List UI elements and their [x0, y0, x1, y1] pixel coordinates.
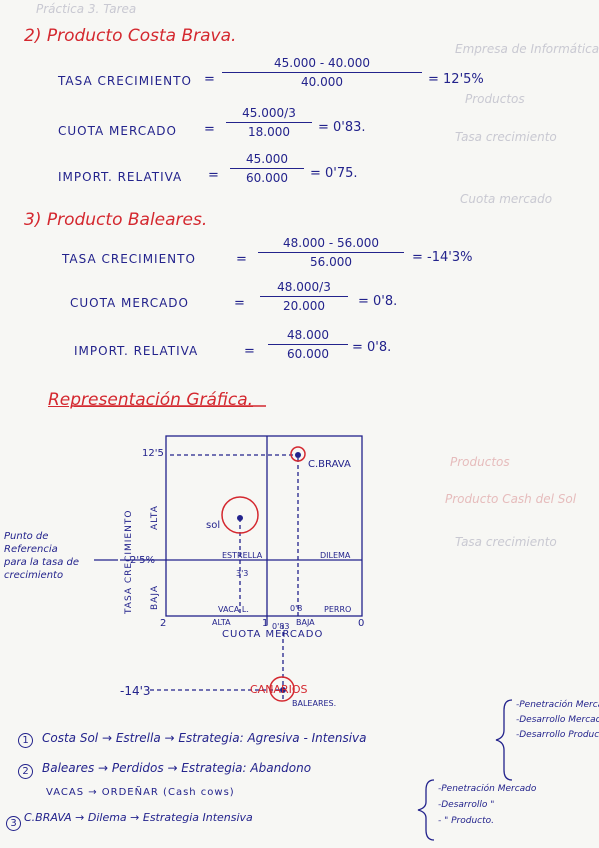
- point-baleares: [280, 687, 286, 693]
- graph-title: Representación Gráfica.: [48, 390, 254, 410]
- section-title-baleares: 3) Producto Baleares.: [24, 210, 208, 230]
- y-label-baja: BAJA: [150, 585, 160, 610]
- item-number-2: 2: [18, 764, 33, 779]
- ghost-text: Tasa crecimiento: [455, 535, 557, 549]
- import-result: = 0'8.: [352, 340, 392, 355]
- y-axis-title: TASA CRECIMIENTO: [124, 509, 134, 614]
- ghost-text: Empresa de Informática: [455, 42, 599, 56]
- brace-list-1: -Penetración Mercado -Desarrollo Mercado…: [516, 700, 599, 740]
- import-label: IMPORT. RELATIVA: [58, 170, 183, 184]
- point-label-canarios: CANARIOS: [250, 683, 308, 696]
- x-tick-right: 0: [358, 618, 365, 629]
- point-sol: [237, 515, 243, 521]
- quadrant-value: 3'3: [236, 569, 249, 578]
- tasa-result: = -14'3%: [412, 250, 473, 265]
- strategy-line-3: C.BRAVA → Dilema → Estrategia Intensiva: [24, 811, 253, 824]
- point-label-c-brava: C.BRAVA: [308, 459, 351, 470]
- y-tick-bottom: -14'3: [120, 684, 151, 698]
- brace-list-2: -Penetración Mercado -Desarrollo " - " P…: [438, 784, 537, 826]
- ghost-text: Producto Cash del Sol: [445, 492, 577, 506]
- ghost-text: Tasa crecimiento: [455, 130, 557, 144]
- ghost-text: Productos: [450, 455, 510, 469]
- y-tick-top: 12'5: [142, 448, 164, 459]
- section-title-costa-brava: 2) Producto Costa Brava.: [24, 26, 237, 46]
- x-tick-0-83: 0'83: [272, 622, 290, 631]
- strategy-line-2: Baleares → Perdidos → Estrategia: Abando…: [42, 761, 312, 775]
- import-label: IMPORT. RELATIVA: [74, 344, 199, 358]
- cuota-result: = 0'8.: [358, 294, 398, 309]
- item-number-3: 3: [6, 816, 21, 831]
- quadrant-estrella: ESTRELLA: [222, 551, 263, 560]
- cuota-label: CUOTA MERCADO: [58, 124, 177, 138]
- brace-right-2: [417, 779, 435, 841]
- cuota-result: = 0'83.: [318, 120, 366, 135]
- quadrant-perro: PERRO: [324, 605, 352, 614]
- circle-sol: [221, 496, 259, 534]
- ghost-text: Cuota mercado: [460, 192, 553, 206]
- x-tick-left: 2: [160, 618, 167, 629]
- x-label-baja: BAJA: [296, 618, 315, 627]
- item-number-1: 1: [18, 733, 33, 748]
- strategy-line-1: Costa Sol → Estrella → Estrategia: Agres…: [42, 731, 367, 745]
- brace-right-1: [495, 699, 513, 781]
- point-c-brava: [295, 452, 301, 458]
- ghost-text: Productos: [465, 92, 525, 106]
- point-label-sol: sol: [206, 520, 221, 531]
- x-tick-0-8: 0'8: [290, 604, 303, 613]
- x-tick-mid: 1: [262, 618, 269, 629]
- tasa-label: TASA CRECIMIENTO: [62, 252, 196, 266]
- import-result: = 0'75.: [310, 166, 358, 181]
- tasa-label: TASA CRECIMIENTO: [58, 74, 192, 88]
- x-label-alta: ALTA: [212, 618, 231, 627]
- x-axis-title: CUOTA MERCADO: [222, 629, 324, 640]
- quadrant-dilema: DILEMA: [320, 551, 351, 560]
- y-label-alta: ALTA: [150, 505, 160, 530]
- point-label-baleares: BALEARES.: [292, 699, 337, 708]
- strategy-line-vacas: VACAS → ORDEÑAR (Cash cows): [46, 787, 235, 798]
- reference-note: Punto de Referencia para la tasa de crec…: [4, 531, 80, 581]
- y-tick-mid: 2'5%: [130, 555, 155, 566]
- ghost-text: Práctica 3. Tarea: [36, 2, 137, 16]
- circle-c-brava: [290, 446, 306, 462]
- circle-canarios: [269, 676, 295, 702]
- matrix-frame: [165, 435, 363, 617]
- quadrant-vacas: VACA L.: [218, 605, 249, 614]
- cuota-label: CUOTA MERCADO: [70, 296, 189, 310]
- tasa-result: = 12'5%: [428, 72, 484, 87]
